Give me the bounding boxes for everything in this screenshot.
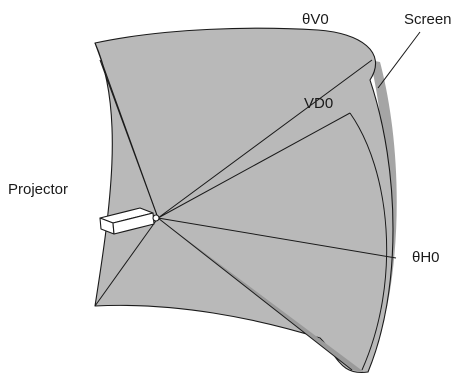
- screen-label: Screen: [404, 11, 452, 28]
- theta-h0-label: θH0: [412, 249, 440, 266]
- projector-lens: [152, 214, 160, 222]
- screen-leader-line: [377, 31, 421, 89]
- ray-vd0: [157, 112, 351, 219]
- ray-bottom-right: [157, 217, 353, 371]
- projector-label: Projector: [8, 181, 68, 198]
- ray-top-right: [157, 59, 373, 219]
- ray-bottom-left: [94, 217, 159, 307]
- screen-surface: [94, 27, 394, 374]
- vertical-arc: [349, 112, 388, 371]
- vd0-label: VD0: [304, 95, 333, 112]
- projector-icon: [99, 207, 160, 235]
- theta-v0-label: θV0: [302, 11, 329, 28]
- shadow-wedge: [158, 218, 364, 372]
- projector-side: [112, 212, 155, 235]
- projection-lines: [94, 42, 397, 371]
- ray-horizontal: [157, 217, 397, 259]
- ray-left-upper: [99, 59, 159, 219]
